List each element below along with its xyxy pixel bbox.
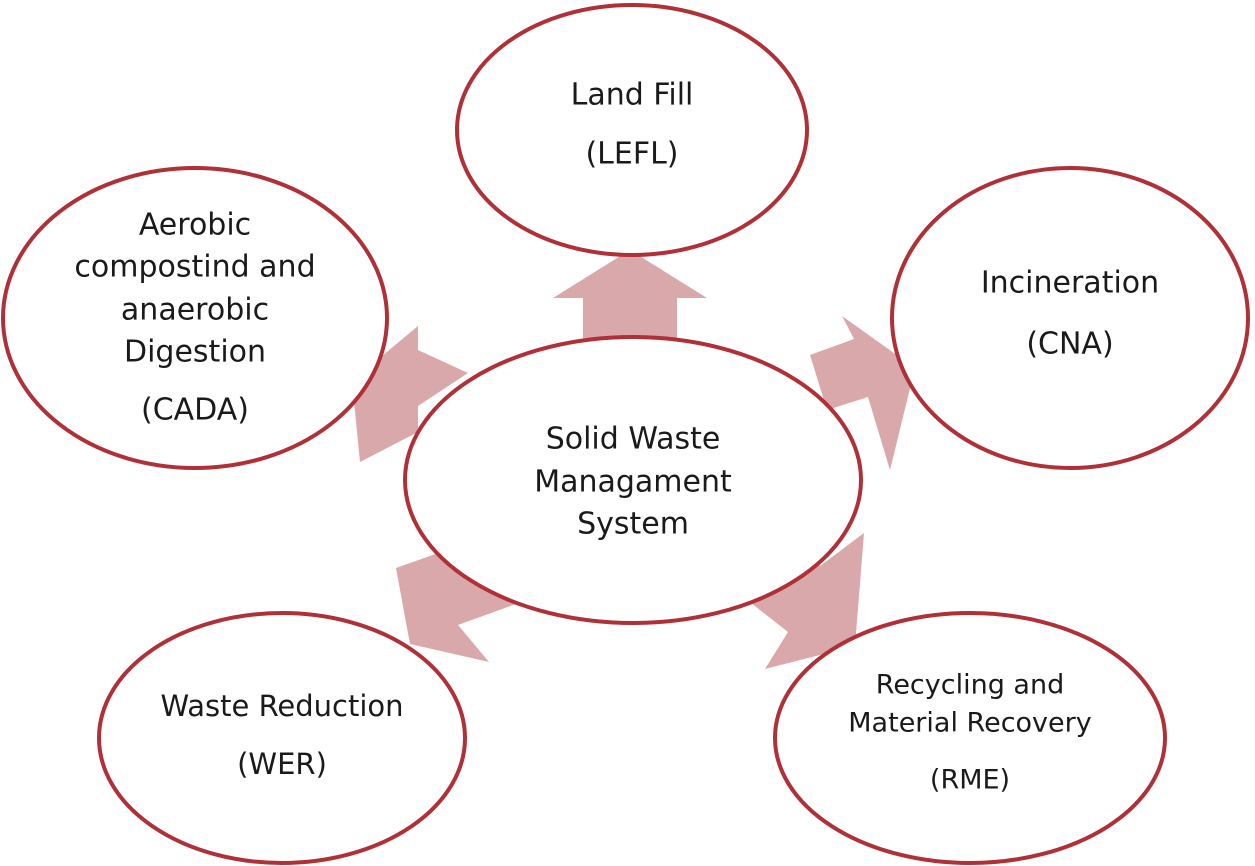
landfill-label-line: (LEFL) bbox=[585, 137, 678, 172]
arrow-to-incineration bbox=[810, 316, 915, 470]
recycling-node-ellipse bbox=[773, 611, 1167, 865]
incineration-node-label: Incineration (CNA) bbox=[981, 266, 1159, 362]
recycling-node-label: Recycling and Material Recovery (RME) bbox=[848, 670, 1091, 796]
composting-node-label: Aerobic compostind and anaerobic Digesti… bbox=[74, 208, 315, 428]
landfill-node-label: Land Fill (LEFL) bbox=[571, 78, 694, 172]
recycling-label-line: (RME) bbox=[930, 765, 1010, 796]
composting-node-ellipse bbox=[1, 166, 389, 470]
composting-label-line: (CADA) bbox=[141, 393, 249, 428]
arrow-to-landfill bbox=[553, 250, 707, 345]
waste-reduction-node-label: Waste Reduction (WER) bbox=[160, 689, 403, 781]
center-node-ellipse bbox=[403, 335, 863, 625]
center-node-label: Solid Waste Managament System bbox=[534, 422, 732, 542]
incineration-label-line: (CNA) bbox=[1026, 327, 1113, 362]
composting-label-line: Digestion bbox=[124, 335, 266, 370]
incineration-node-ellipse bbox=[890, 166, 1250, 470]
landfill-node-ellipse bbox=[455, 3, 809, 257]
center-label-line: Solid Waste bbox=[546, 422, 721, 457]
waste-reduction-label-line: Waste Reduction bbox=[160, 689, 403, 723]
incineration-label-line: Incineration bbox=[981, 266, 1159, 301]
composting-label-line: Aerobic bbox=[139, 208, 251, 243]
arrow-to-recycling bbox=[746, 533, 864, 669]
waste-reduction-label-line: (WER) bbox=[237, 747, 327, 781]
recycling-label-line: Recycling and bbox=[876, 670, 1064, 701]
center-label-line: Managament bbox=[534, 465, 732, 500]
landfill-label-line: Land Fill bbox=[571, 78, 694, 113]
composting-label-line: compostind and bbox=[74, 250, 315, 285]
recycling-label-line: Material Recovery bbox=[848, 708, 1091, 739]
waste-reduction-node-ellipse bbox=[97, 611, 467, 865]
center-label-line: System bbox=[577, 507, 689, 542]
composting-label-line: anaerobic bbox=[121, 293, 269, 328]
